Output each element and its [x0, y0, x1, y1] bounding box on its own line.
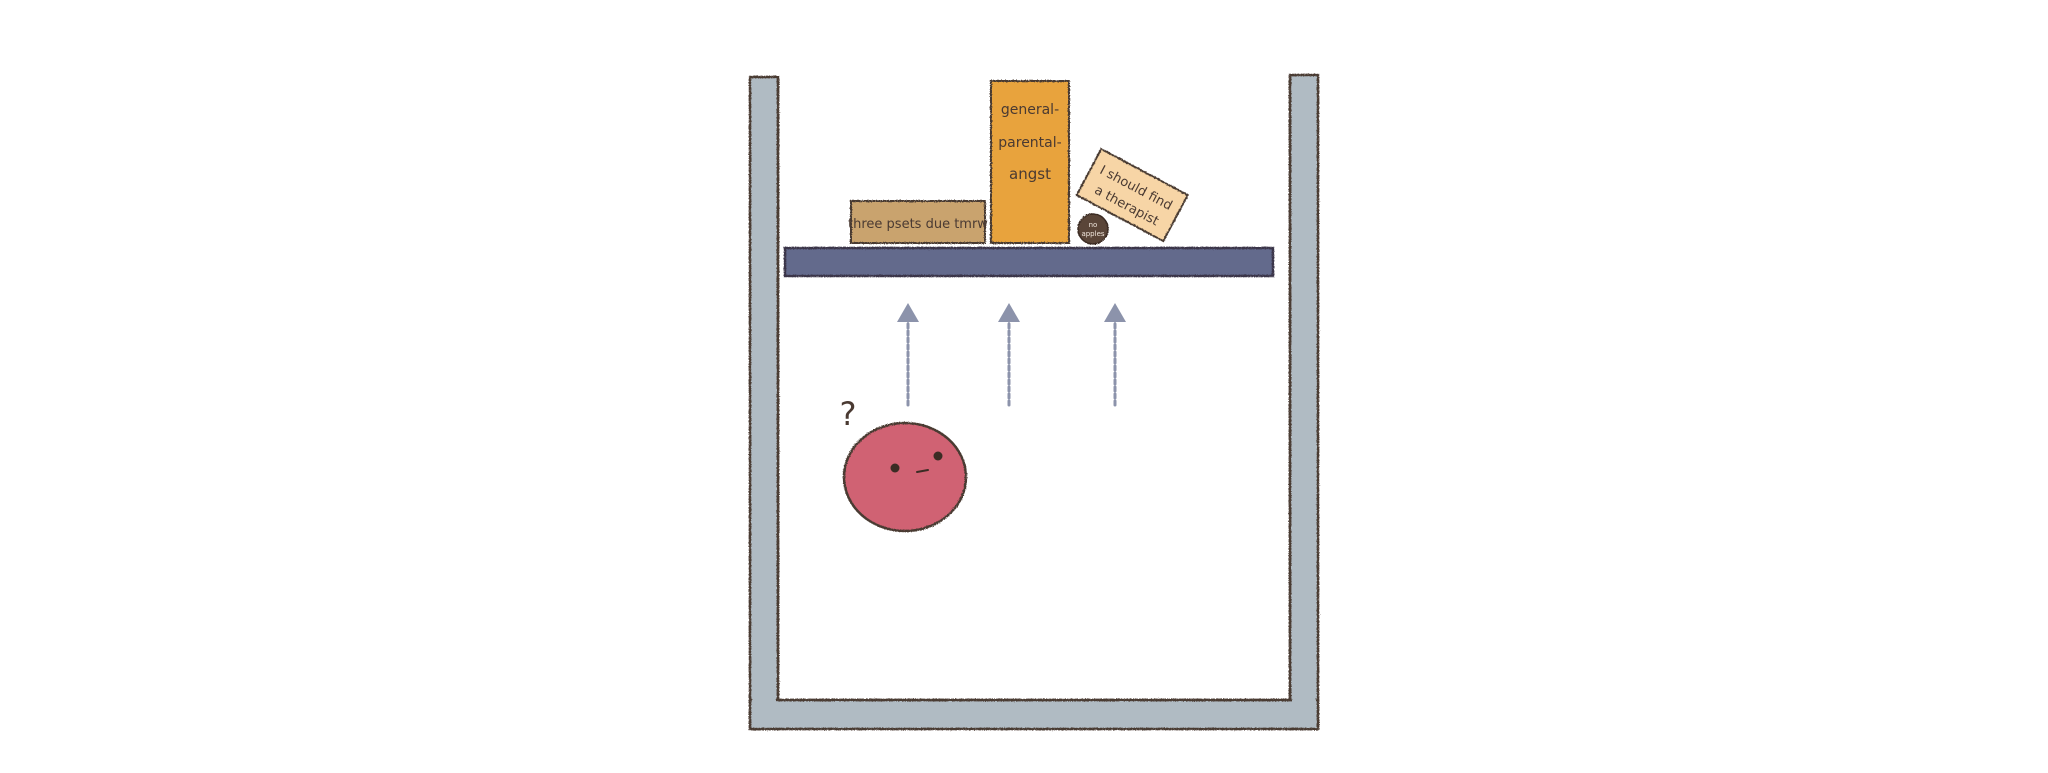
arrow-up-icon — [897, 303, 919, 407]
character-right-eye — [933, 451, 943, 461]
box-angst-label-2: parental- — [998, 135, 1061, 151]
box-psets: three psets due tmrw — [848, 200, 988, 244]
arrow-up-icon — [1104, 303, 1126, 407]
arrow-up-icon — [998, 303, 1020, 407]
box-angst-label-1: general- — [1001, 102, 1059, 118]
question-mark: ? — [840, 395, 857, 433]
character-mouth — [916, 469, 929, 473]
box-angst: general- parental- angst — [990, 80, 1070, 244]
shelf — [783, 246, 1275, 278]
box-therapist: I should find a therapist — [1075, 147, 1190, 243]
container-left-wall — [748, 75, 780, 731]
box-psets-label: three psets due tmrw — [848, 217, 988, 232]
character-left-eye — [890, 463, 900, 473]
ball-label-1: no — [1089, 221, 1098, 229]
container — [748, 73, 1320, 731]
ball-no-apples: no apples — [1077, 213, 1109, 245]
character-body — [842, 421, 968, 533]
container-right-wall — [1288, 73, 1320, 731]
container-floor — [748, 698, 1320, 731]
ball-label-2: apples — [1081, 230, 1104, 238]
upward-arrows — [897, 303, 1126, 407]
box-angst-label-3: angst — [1009, 165, 1051, 183]
character: ? — [840, 395, 968, 533]
